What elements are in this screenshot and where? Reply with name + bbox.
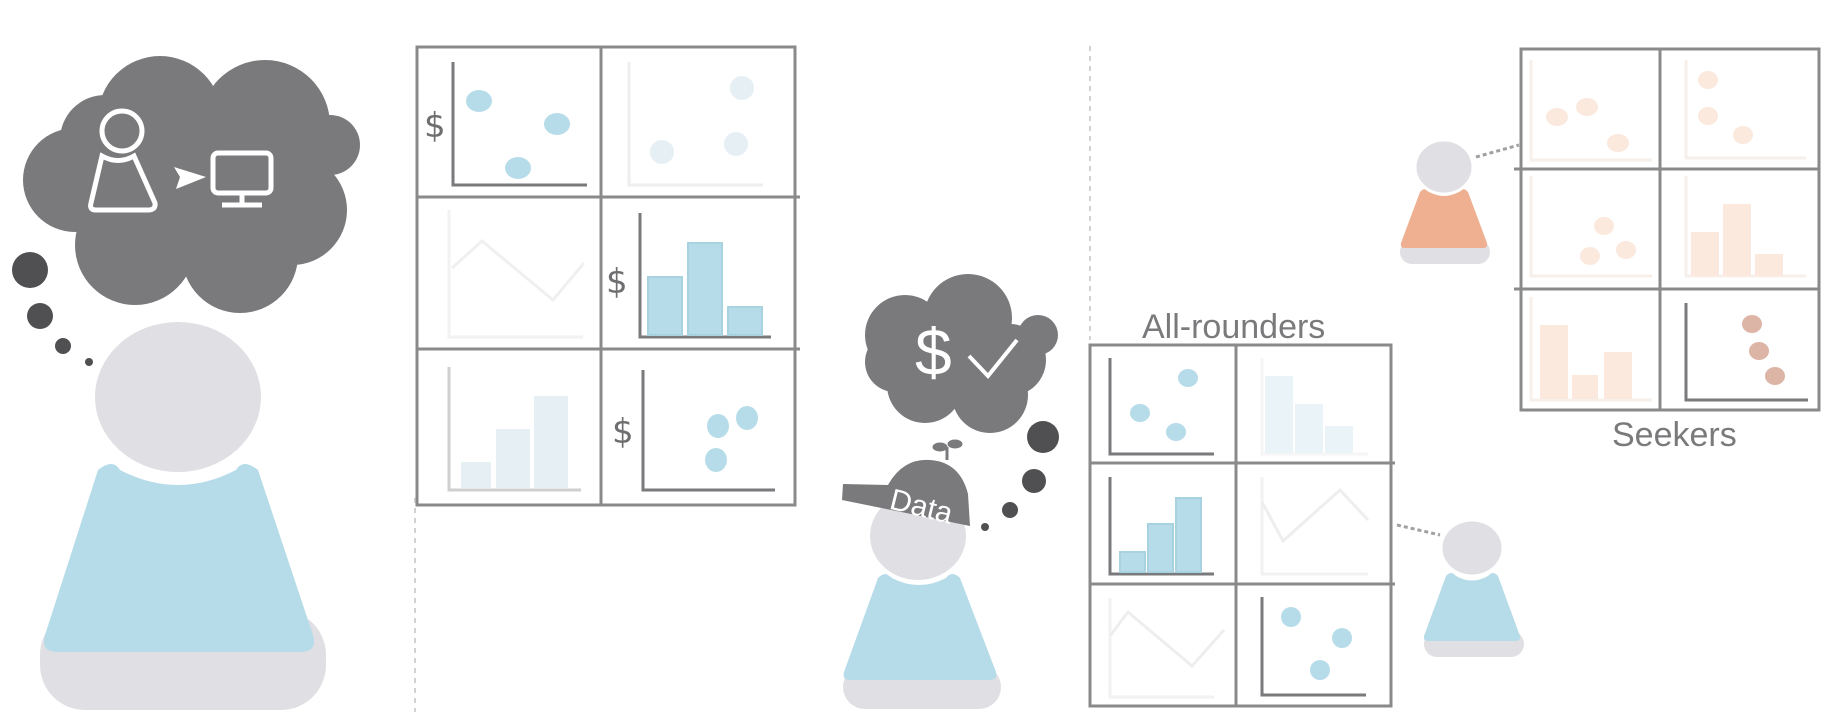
small-person-blue — [1423, 518, 1524, 657]
arrow-icon — [174, 167, 206, 189]
seekers-label: Seekers — [1612, 416, 1737, 454]
grid-main-cell-6: $ — [612, 370, 775, 492]
grid-main-cell-2 — [627, 62, 763, 187]
monitor-icon — [210, 150, 274, 208]
checkmark-icon — [967, 338, 1019, 380]
person-outline-icon — [88, 108, 158, 213]
thought-cloud-middle — [865, 274, 1058, 433]
middle-person — [843, 488, 1001, 709]
dollar-icon: $ — [915, 315, 952, 389]
grid-main-cell-3 — [447, 210, 586, 339]
chart-grid-main: $ $ — [415, 45, 800, 507]
chart-grid-all-rounders — [1088, 343, 1395, 708]
connector-seekers — [1475, 143, 1520, 159]
small-person-orange — [1400, 138, 1490, 264]
sprout-icon — [932, 439, 963, 460]
large-person — [40, 316, 326, 710]
data-cap: Data — [842, 459, 970, 531]
connector-all-rounders — [1396, 523, 1441, 537]
grid-main-cell-4: $ — [606, 213, 771, 339]
svg-text:$: $ — [606, 262, 628, 302]
svg-text:$: $ — [612, 412, 634, 452]
thought-cloud-large — [23, 56, 360, 313]
chart-grid-seekers — [1514, 47, 1821, 412]
all-rounders-label: All-rounders — [1142, 308, 1325, 346]
dollar-label: $ — [424, 106, 446, 146]
thought-bubbles-large — [12, 252, 93, 366]
thought-bubbles-middle — [981, 421, 1059, 531]
grid-main-cell-1: $ — [424, 62, 587, 187]
grid-main-cell-5 — [447, 367, 581, 492]
